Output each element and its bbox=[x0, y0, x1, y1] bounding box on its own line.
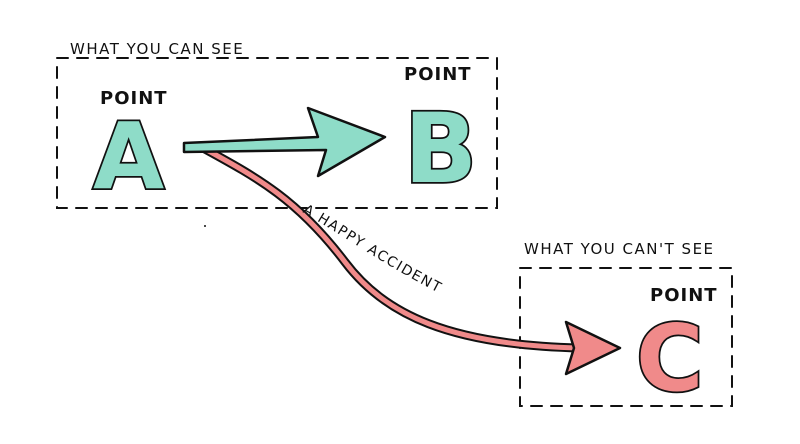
point-c-letter: C bbox=[636, 305, 704, 412]
arrowhead-c bbox=[564, 320, 622, 376]
point-a-letter: A bbox=[93, 103, 164, 210]
point-b-letter: B bbox=[404, 93, 477, 205]
happy-accident-curve bbox=[202, 146, 583, 351]
visible-region-caption: WHAT YOU CAN SEE bbox=[70, 40, 244, 58]
point-b-word: POINT bbox=[404, 64, 472, 85]
direct-arrow bbox=[182, 106, 387, 178]
happy-accident-arrow bbox=[200, 144, 622, 376]
point-a-word: POINT bbox=[100, 88, 168, 109]
visible-region-box bbox=[56, 57, 498, 209]
ink-dot bbox=[204, 225, 206, 227]
direct-arrow-shape bbox=[182, 106, 387, 178]
point-c-word: POINT bbox=[650, 285, 718, 306]
happy-accident-label: A HAPPY ACCIDENT bbox=[300, 202, 445, 297]
hidden-region-box bbox=[519, 267, 733, 407]
hidden-region-caption: WHAT YOU CAN'T SEE bbox=[524, 240, 715, 258]
